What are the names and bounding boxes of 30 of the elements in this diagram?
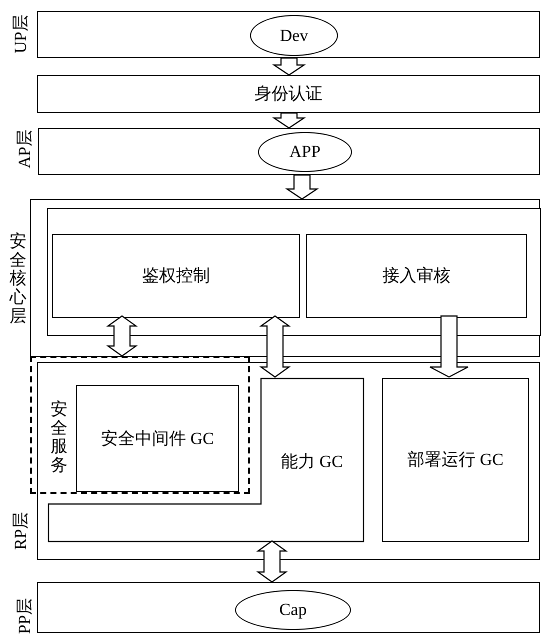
layer-label: UP层 [11,14,31,54]
block-arrow [272,112,306,129]
process-box [306,234,527,318]
node-label: 鉴权控制 [142,266,210,286]
process-box [37,75,540,113]
node-label: Cap [279,600,307,620]
process-box [52,234,300,318]
node-label: 能力 GC [281,452,343,472]
layer-label: AP层 [15,130,35,168]
node-label: Dev [280,26,308,46]
block-arrow [106,315,138,357]
layer-label: 安全核心层 [10,232,26,326]
layer-label: 安全服务 [50,400,68,476]
l-shaped-box [48,378,364,542]
block-arrow [272,57,306,76]
layer-label: RP层 [11,512,31,550]
block-arrow [285,174,319,200]
block-arrow [256,540,288,583]
node-label: APP [289,142,321,162]
node-label: 安全中间件 GC [101,428,214,448]
block-arrow [259,315,291,378]
dashed-region [30,356,250,494]
process-box [76,385,239,492]
block-arrow [429,315,469,378]
node-label: 部署运行 GC [408,450,504,470]
layer-label: PP层 [15,598,35,634]
group-box [47,208,541,336]
node-label: 接入审核 [382,266,450,286]
node-label: 身份认证 [254,84,322,104]
process-box [382,378,529,542]
